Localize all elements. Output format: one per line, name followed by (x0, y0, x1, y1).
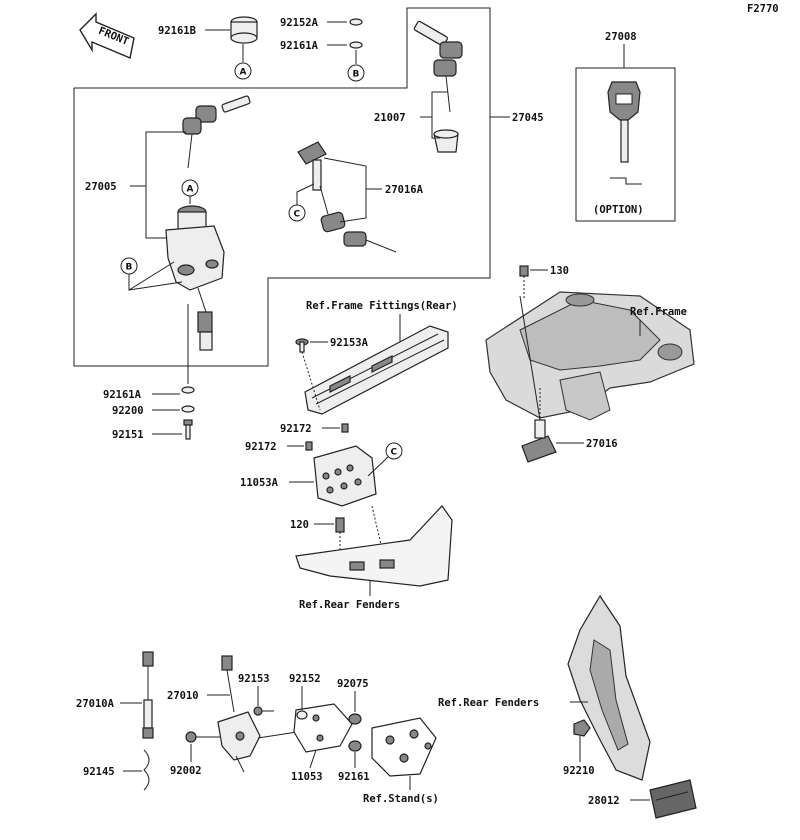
ref-a-top-label: A (240, 68, 247, 78)
grommet-92075 (348, 713, 362, 725)
part-92161B-drawing (230, 16, 258, 44)
ref-c-top-label: C (294, 210, 301, 220)
latch-11053-drawing (217, 703, 353, 773)
label-92075: 92075 (337, 678, 369, 690)
key-cut-symbol (610, 177, 642, 185)
label-92153A: 92153A (330, 337, 369, 349)
seat-lock-27016A-drawing (297, 141, 397, 253)
label-92161A-top: 92161A (280, 40, 319, 52)
key-27008-drawing (607, 81, 641, 163)
grommet-92161 (348, 740, 362, 752)
bolt-92151 (183, 419, 193, 440)
label-ref-rear-fenders-2: Ref.Rear Fenders (438, 697, 539, 709)
cable-27010A-drawing (142, 651, 154, 739)
label-92145: 92145 (83, 766, 115, 778)
keys-27005-drawing (182, 95, 251, 169)
frame-drawing (485, 291, 695, 421)
label-130: 130 (550, 265, 569, 277)
label-92002: 92002 (170, 765, 202, 777)
label-28012: 28012 (588, 795, 620, 807)
label-92210: 92210 (563, 765, 595, 777)
bolt-120 (335, 517, 345, 533)
ref-circle-b-top (347, 64, 365, 82)
label-option: (OPTION) (593, 204, 644, 216)
label-92172b: 92172 (245, 441, 277, 453)
washer-92152A (349, 18, 363, 26)
label-ref-rear-fenders-1: Ref.Rear Fenders (299, 599, 400, 611)
rear-fender-top-drawing (295, 505, 453, 587)
label-27016: 27016 (586, 438, 618, 450)
bracket-11053A-drawing (313, 445, 377, 507)
screw-92153 (253, 706, 274, 716)
bolt-92172b (305, 441, 313, 451)
screw-92153A (295, 338, 309, 353)
label-92161B: 92161B (158, 25, 196, 37)
label-92151: 92151 (112, 429, 144, 441)
stand-bracket-drawing (371, 717, 437, 777)
washer-92161A-top (349, 41, 363, 49)
label-27010: 27010 (167, 690, 199, 702)
label-ref-frame-fittings: Ref.Frame Fittings(Rear) (306, 300, 458, 312)
ref-a-mid-label: A (187, 185, 194, 195)
frame-fitting-rail-drawing (304, 325, 449, 415)
label-92161: 92161 (338, 771, 370, 783)
label-92200: 92200 (112, 405, 144, 417)
washer-92152 (296, 710, 308, 720)
washer-92200 (181, 405, 195, 413)
ref-circle-a-top (234, 62, 252, 80)
label-27016A: 27016A (385, 184, 424, 196)
label-27005: 27005 (85, 181, 117, 193)
label-27008: 27008 (605, 31, 637, 43)
reflector-28012-drawing (649, 779, 697, 819)
ignition-switch-drawing (165, 205, 225, 351)
label-11053A: 11053A (240, 477, 279, 489)
label-ref-stand: Ref.Stand(s) (363, 793, 439, 805)
label-92172a: 92172 (280, 423, 312, 435)
cable-27010-drawing (221, 655, 235, 713)
label-27010A: 27010A (76, 698, 115, 710)
label-ref-frame: Ref.Frame (630, 306, 687, 318)
bolt-92002 (185, 731, 220, 743)
label-11053: 11053 (291, 771, 323, 783)
assembly-outline-27045 (73, 7, 491, 367)
front-arrow-icon: FRONT (79, 12, 135, 59)
washer-92161A (181, 386, 195, 394)
label-92152A: 92152A (280, 17, 319, 29)
spring-92145-drawing (143, 749, 150, 791)
figure-code: F2770 (747, 3, 779, 15)
bolt-92172a (341, 423, 349, 433)
ref-b-top-label: B (353, 70, 360, 80)
label-92152: 92152 (289, 673, 321, 685)
label-27045: 27045 (512, 112, 544, 124)
nut-92210 (573, 719, 591, 737)
ref-c-bottom-label: C (391, 448, 398, 458)
ref-circle-c-bottom (385, 442, 403, 460)
label-120: 120 (290, 519, 309, 531)
rear-fender-bottom-drawing (567, 594, 651, 781)
label-92161A: 92161A (103, 389, 142, 401)
seat-latch-27016-drawing (521, 419, 557, 463)
label-21007: 21007 (374, 112, 406, 124)
bolt-130 (519, 265, 529, 277)
label-92153: 92153 (238, 673, 270, 685)
option-box (575, 67, 676, 222)
ref-b-mid-label: B (126, 263, 133, 273)
keys-21007-drawing (413, 20, 463, 153)
